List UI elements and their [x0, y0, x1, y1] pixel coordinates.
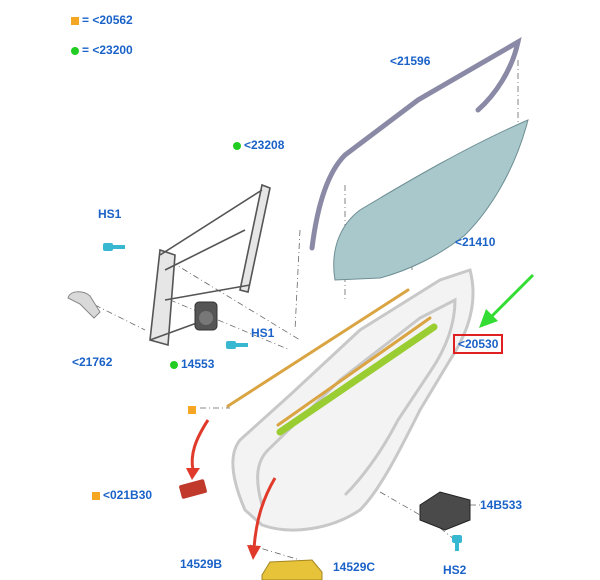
part-021b30 [179, 479, 207, 499]
module-14b533 [419, 491, 471, 531]
seal-20530 [276, 323, 438, 436]
legend-green: = <23200 [71, 43, 133, 57]
belt-molding-orange [226, 288, 432, 427]
red-arrow-icon-bottom [247, 477, 277, 560]
label-belt-molding-marker [188, 402, 199, 416]
orange-square-icon [92, 491, 100, 500]
hs2-screw [452, 535, 462, 551]
green-dot-icon [71, 46, 79, 55]
part-14529c [261, 559, 323, 580]
green-arrow-icon [479, 273, 535, 328]
handle-part [67, 291, 101, 319]
label-20530-highlighted: <20530 [453, 334, 504, 354]
label-14529b: 14529B [180, 557, 223, 571]
label-23208-text: <23208 [244, 138, 285, 152]
orange-square-icon [71, 16, 79, 25]
hs1-bolt-top [103, 243, 125, 251]
green-dot-icon [233, 141, 241, 150]
legend-green-label: = <23200 [82, 43, 133, 57]
glass-run-channel [309, 37, 522, 251]
label-hs1-top: HS1 [98, 207, 122, 221]
legend-orange-label: = <20562 [82, 13, 133, 27]
green-dot-icon [170, 360, 178, 369]
window-regulator [149, 183, 271, 347]
label-14b533: 14B533 [480, 498, 523, 512]
label-021b30-text: <021B30 [103, 488, 153, 502]
orange-square-icon [188, 405, 196, 414]
label-hs2: HS2 [443, 563, 467, 577]
label-021b30: <021B30 [92, 488, 152, 502]
legend-orange: = <20562 [71, 13, 133, 27]
label-hs1-mid: HS1 [251, 326, 275, 340]
red-arrow-icon-left [186, 419, 210, 480]
hs1-bolt-mid [226, 341, 248, 349]
door-frame [231, 268, 475, 532]
label-23208: <23208 [233, 138, 284, 152]
label-14553: 14553 [170, 357, 214, 371]
regulator-motor [194, 301, 218, 331]
label-14529c: 14529C [333, 560, 376, 574]
label-21410: <21410 [455, 235, 496, 249]
label-14553-text: 14553 [181, 357, 215, 371]
label-21762: <21762 [72, 355, 113, 369]
label-21596: <21596 [390, 54, 431, 68]
door-glass [333, 119, 529, 281]
